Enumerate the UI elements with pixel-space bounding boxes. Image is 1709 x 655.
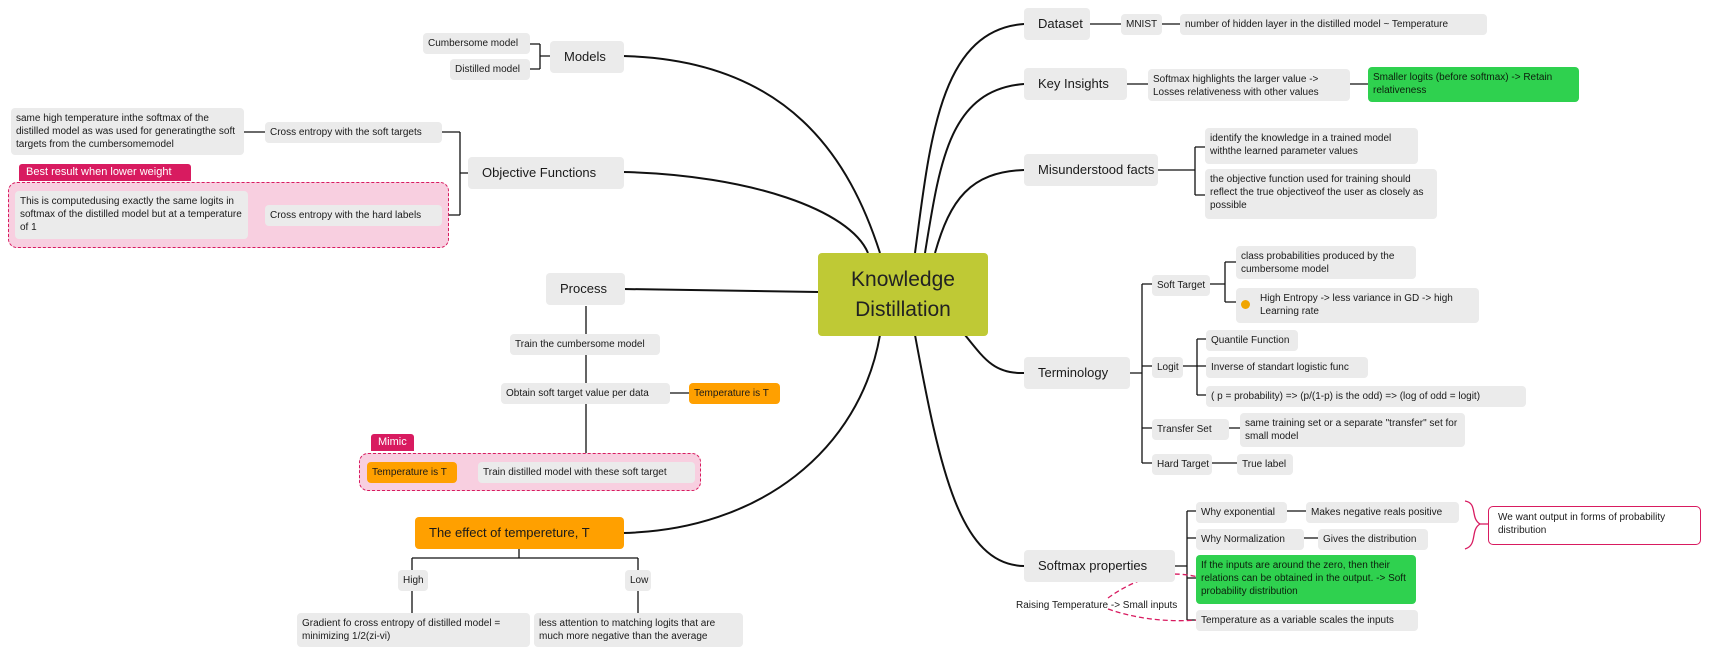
process-step-soft-target[interactable]: Obtain soft target value per data: [501, 383, 670, 404]
softmax-why-norm-note[interactable]: Gives the distribution: [1318, 529, 1428, 550]
effect-low[interactable]: Low: [625, 570, 651, 591]
term-soft-item-2[interactable]: High Entropy -> less variance in GD -> h…: [1236, 288, 1479, 323]
dataset-mnist[interactable]: MNIST: [1121, 14, 1162, 35]
term-hard-target[interactable]: Hard Target: [1152, 454, 1212, 475]
term-logit[interactable]: Logit: [1152, 357, 1183, 378]
softmax-why-exponential[interactable]: Why exponential: [1196, 502, 1287, 523]
objective-boundary-label: Best result when lower weight: [19, 164, 191, 181]
term-hard-item[interactable]: True label: [1237, 454, 1293, 475]
term-soft-item-2-text: High Entropy -> less variance in GD -> h…: [1260, 293, 1453, 317]
term-logit-item-1[interactable]: Quantile Function: [1206, 330, 1298, 351]
objective-hard-note[interactable]: This is computedusing exactly the same l…: [15, 191, 248, 239]
softmax-around-zero[interactable]: If the inputs are around the zero, then …: [1196, 555, 1416, 604]
process-step3-temperature[interactable]: Temperature is T: [367, 462, 457, 483]
misunderstood-fact-1[interactable]: identify the knowledge in a trained mode…: [1205, 128, 1418, 164]
insights-smaller-logits[interactable]: Smaller logits (before softmax) -> Retai…: [1368, 67, 1579, 102]
process-step-train-cumbersome[interactable]: Train the cumbersome model: [510, 334, 660, 355]
topic-models[interactable]: Models: [550, 41, 624, 73]
topic-objective-functions[interactable]: Objective Functions: [468, 157, 624, 189]
softmax-temperature-scales[interactable]: Temperature as a variable scales the inp…: [1196, 610, 1418, 631]
models-cumbersome[interactable]: Cumbersome model: [423, 33, 530, 54]
central-topic[interactable]: Knowledge Distillation: [818, 253, 988, 336]
dataset-note[interactable]: number of hidden layer in the distilled …: [1180, 14, 1487, 35]
term-logit-item-2[interactable]: Inverse of standart logistic func: [1206, 357, 1368, 378]
softmax-why-normalization[interactable]: Why Normalization: [1196, 529, 1304, 550]
softmax-callout[interactable]: We want output in forms of probability d…: [1488, 506, 1701, 545]
topic-terminology[interactable]: Terminology: [1024, 357, 1130, 389]
objective-hard[interactable]: Cross entropy with the hard labels: [265, 205, 442, 226]
term-transfer-item[interactable]: same training set or a separate "transfe…: [1240, 413, 1465, 447]
misunderstood-fact-2[interactable]: the objective function used for training…: [1205, 169, 1437, 219]
term-logit-item-3[interactable]: ( p = probability) => (p/(1-p) is the od…: [1206, 386, 1526, 407]
softmax-why-exp-note[interactable]: Makes negative reals positive: [1306, 502, 1459, 523]
topic-misunderstood-facts[interactable]: Misunderstood facts: [1024, 154, 1158, 186]
effect-low-note[interactable]: less attention to matching logits that a…: [534, 613, 743, 647]
term-soft-item-1[interactable]: class probabilities produced by the cumb…: [1236, 246, 1416, 279]
insights-softmax[interactable]: Softmax highlights the larger value -> L…: [1148, 69, 1350, 101]
topic-process[interactable]: Process: [546, 273, 625, 305]
models-distilled[interactable]: Distilled model: [450, 59, 530, 80]
emoji-icon: [1241, 300, 1250, 309]
softmax-raising-temperature: Raising Temperature -> Small inputs: [1016, 600, 1178, 611]
topic-effect-temperature[interactable]: The effect of tempereture, T: [415, 517, 624, 549]
process-step-train-distilled[interactable]: Train distilled model with these soft ta…: [478, 462, 695, 483]
process-boundary-label: Mimic: [371, 434, 414, 451]
effect-high[interactable]: High: [398, 570, 428, 591]
objective-soft[interactable]: Cross entropy with the soft targets: [265, 122, 442, 143]
term-transfer-set[interactable]: Transfer Set: [1152, 419, 1229, 440]
objective-soft-note[interactable]: same high temperature inthe softmax of t…: [11, 108, 244, 155]
effect-high-note[interactable]: Gradient fo cross entropy of distilled m…: [297, 613, 530, 647]
topic-dataset[interactable]: Dataset: [1024, 8, 1090, 40]
process-step2-temperature[interactable]: Temperature is T: [689, 383, 780, 404]
term-soft-target[interactable]: Soft Target: [1152, 275, 1210, 296]
topic-key-insights[interactable]: Key Insights: [1024, 68, 1127, 100]
topic-softmax-properties[interactable]: Softmax properties: [1024, 550, 1175, 582]
